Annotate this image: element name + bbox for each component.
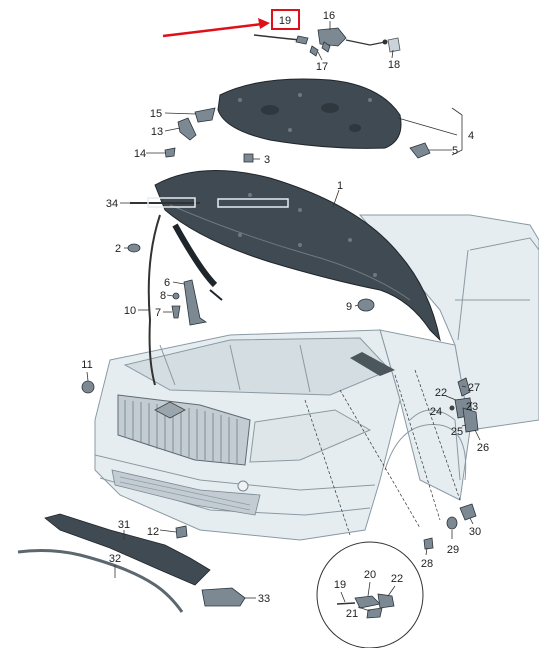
callout-3: 3 xyxy=(264,154,270,166)
part-10-stay xyxy=(147,214,161,386)
callout-labels: 19 16 17 18 4 5 15 13 14 3 1 34 2 6 8 7 … xyxy=(81,10,489,620)
detail-circle xyxy=(316,541,424,648)
part-14-bolt xyxy=(164,147,176,158)
callout-31: 31 xyxy=(118,519,130,531)
callout-12: 12 xyxy=(147,526,159,538)
detail-callout-22: 22 xyxy=(391,573,403,585)
part-22-27-latch xyxy=(449,377,479,433)
part-33-cover xyxy=(201,587,246,607)
callout-19: 19 xyxy=(279,15,291,27)
callout-1: 1 xyxy=(337,180,343,192)
callout-6: 6 xyxy=(164,277,170,289)
insulation-pad xyxy=(217,78,402,149)
callout-27: 27 xyxy=(468,382,480,394)
callout-30: 30 xyxy=(469,526,481,538)
part-29-grommet xyxy=(446,516,458,530)
part-18-grommet xyxy=(387,37,401,53)
part-32-seal xyxy=(17,549,184,613)
callout-23: 23 xyxy=(466,401,478,413)
part-30-clip xyxy=(459,503,477,521)
callout-13: 13 xyxy=(151,126,163,138)
part-2-buffer xyxy=(127,243,141,253)
callout-4: 4 xyxy=(468,130,474,142)
highlight-arrow xyxy=(162,22,263,38)
part-13-hinge xyxy=(177,117,197,141)
part-5-clip xyxy=(409,142,431,159)
callout-8: 8 xyxy=(160,290,166,302)
callout-28: 28 xyxy=(421,558,433,570)
callout-14: 14 xyxy=(134,148,146,160)
callout-5: 5 xyxy=(452,145,458,157)
part-15-hinge xyxy=(194,107,216,123)
callout-18: 18 xyxy=(388,59,400,71)
callout-7: 7 xyxy=(155,307,161,319)
highlight-group xyxy=(162,9,300,38)
part-19-cable xyxy=(253,34,309,45)
bonnet xyxy=(154,170,441,342)
part-12-clip xyxy=(175,525,188,539)
callout-15: 15 xyxy=(150,108,162,120)
callout-10: 10 xyxy=(124,305,136,317)
part-7-bolt xyxy=(171,305,181,319)
highlight-box xyxy=(271,9,300,30)
callout-29: 29 xyxy=(447,544,459,556)
part-17-bolts xyxy=(309,41,331,57)
callout-33: 33 xyxy=(258,593,270,605)
part-28-clip xyxy=(423,537,434,550)
highlight-arrowhead xyxy=(258,18,270,29)
callout-26: 26 xyxy=(477,442,489,454)
callout-11: 11 xyxy=(81,359,92,371)
part-34-strip xyxy=(130,197,289,208)
callout-2: 2 xyxy=(115,243,121,255)
part-3-buffer xyxy=(243,153,254,163)
car-body xyxy=(94,214,539,541)
part-8-screw xyxy=(172,292,180,300)
callout-25: 25 xyxy=(451,426,463,438)
part-9-buffer xyxy=(357,298,375,312)
callout-17: 17 xyxy=(316,61,328,73)
part-6-hinge-arm xyxy=(183,279,208,326)
callout-9: 9 xyxy=(346,301,352,313)
leader-lines xyxy=(86,21,481,612)
part-31-cowl xyxy=(44,513,211,586)
callout-34: 34 xyxy=(106,198,118,210)
part-16-lock xyxy=(317,27,388,47)
callout-24: 24 xyxy=(430,406,442,418)
callout-22: 22 xyxy=(435,387,447,399)
part-11-nut xyxy=(81,380,95,394)
callout-32: 32 xyxy=(109,553,121,565)
detail-callout-21: 21 xyxy=(346,608,358,620)
detail-callout-20: 20 xyxy=(364,569,376,581)
detail-callout-19: 19 xyxy=(334,579,346,591)
callout-16: 16 xyxy=(323,10,335,22)
